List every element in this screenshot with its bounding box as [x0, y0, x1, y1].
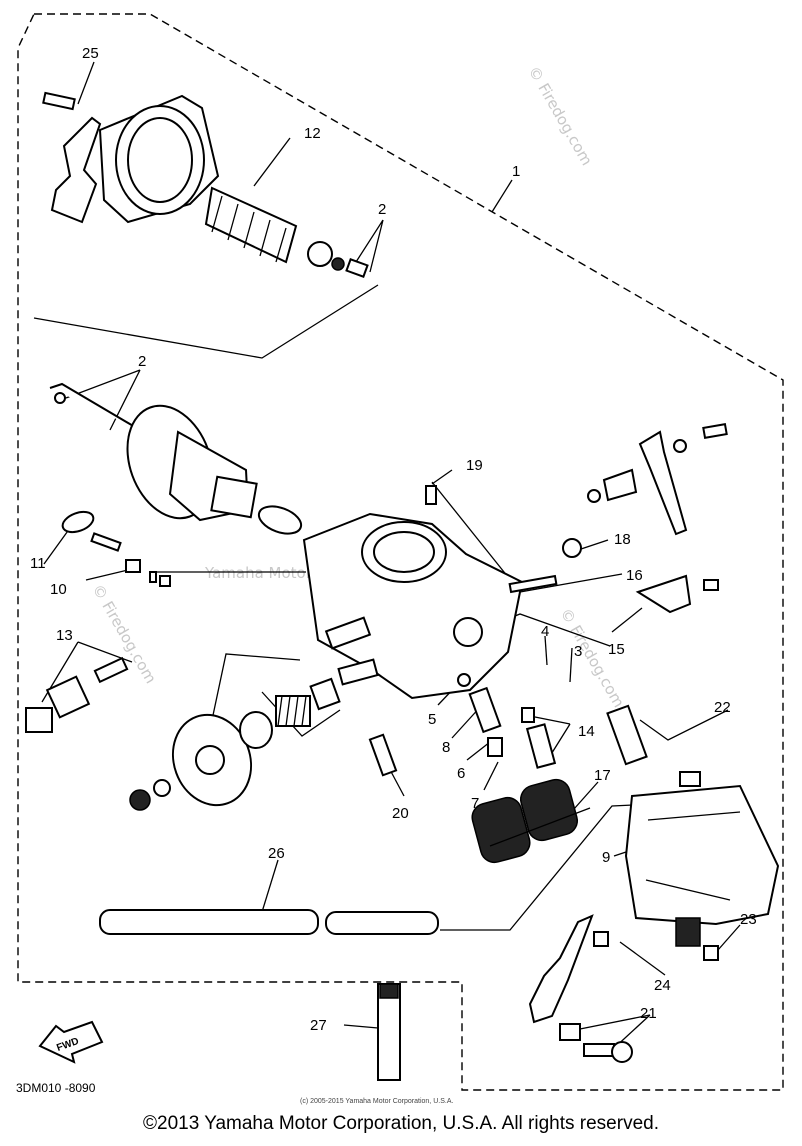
callout-19: 19 — [466, 457, 483, 474]
callout-18: 18 — [614, 531, 631, 548]
fwd-arrow-icon: FWD — [38, 1020, 104, 1064]
callout-13: 13 — [56, 627, 73, 644]
callout-2-lower: 2 — [138, 353, 146, 370]
callout-27: 27 — [310, 1017, 327, 1034]
callout-17: 17 — [594, 767, 611, 784]
callout-12: 12 — [304, 125, 321, 142]
pilot-screw-set — [25, 510, 171, 733]
callout-23: 23 — [740, 911, 757, 928]
leader-lines — [33, 61, 741, 1051]
callout-1: 1 — [512, 163, 520, 180]
callout-4: 4 — [541, 623, 549, 640]
callout-9: 9 — [602, 849, 610, 866]
copyright-notice: ©2013 Yamaha Motor Corporation, U.S.A. A… — [143, 1113, 659, 1134]
pump-cover-part — [129, 677, 341, 811]
diaphragm-piston-part — [49, 382, 303, 535]
throttle-lever-part — [635, 423, 728, 614]
callout-20: 20 — [392, 805, 409, 822]
callout-26: 26 — [268, 845, 285, 862]
callout-24: 24 — [654, 977, 671, 994]
callout-5: 5 — [428, 711, 436, 728]
callout-21: 21 — [640, 1005, 657, 1022]
needle-clip-set — [307, 241, 369, 278]
callout-numbers: 1 2 2 3 4 5 6 7 8 9 10 11 12 13 14 15 16… — [30, 45, 757, 1034]
small-copyright: (c) 2005-2015 Yamaha Motor Corporation, … — [300, 1098, 453, 1105]
callout-6: 6 — [457, 765, 465, 782]
intake-boot-part — [204, 186, 298, 264]
watermark-text: © Firedog.com — [525, 63, 596, 169]
jet-set — [368, 673, 557, 777]
callout-25: 25 — [82, 45, 99, 62]
callout-7: 7 — [471, 795, 479, 812]
callout-14: 14 — [578, 723, 595, 740]
float-chamber-part — [606, 704, 780, 961]
carburetor-body-part — [302, 485, 558, 700]
diagram-code: 3DM010 -8090 — [16, 1081, 96, 1095]
assembly-boundary — [17, 13, 784, 1091]
callout-2-upper: 2 — [378, 201, 386, 218]
choke-lever-part — [528, 914, 633, 1063]
callout-16: 16 — [626, 567, 643, 584]
callout-11: 11 — [30, 555, 46, 572]
callout-22: 22 — [714, 699, 731, 716]
fuel-hose-part — [99, 909, 439, 935]
spring-set-right — [562, 468, 638, 558]
callout-3: 3 — [574, 643, 582, 660]
callout-15: 15 — [608, 641, 625, 658]
callout-10: 10 — [50, 581, 67, 598]
callout-8: 8 — [442, 739, 450, 756]
float-part — [471, 778, 591, 864]
intake-bracket-part — [42, 91, 220, 224]
vent-tube-part — [377, 983, 401, 1081]
